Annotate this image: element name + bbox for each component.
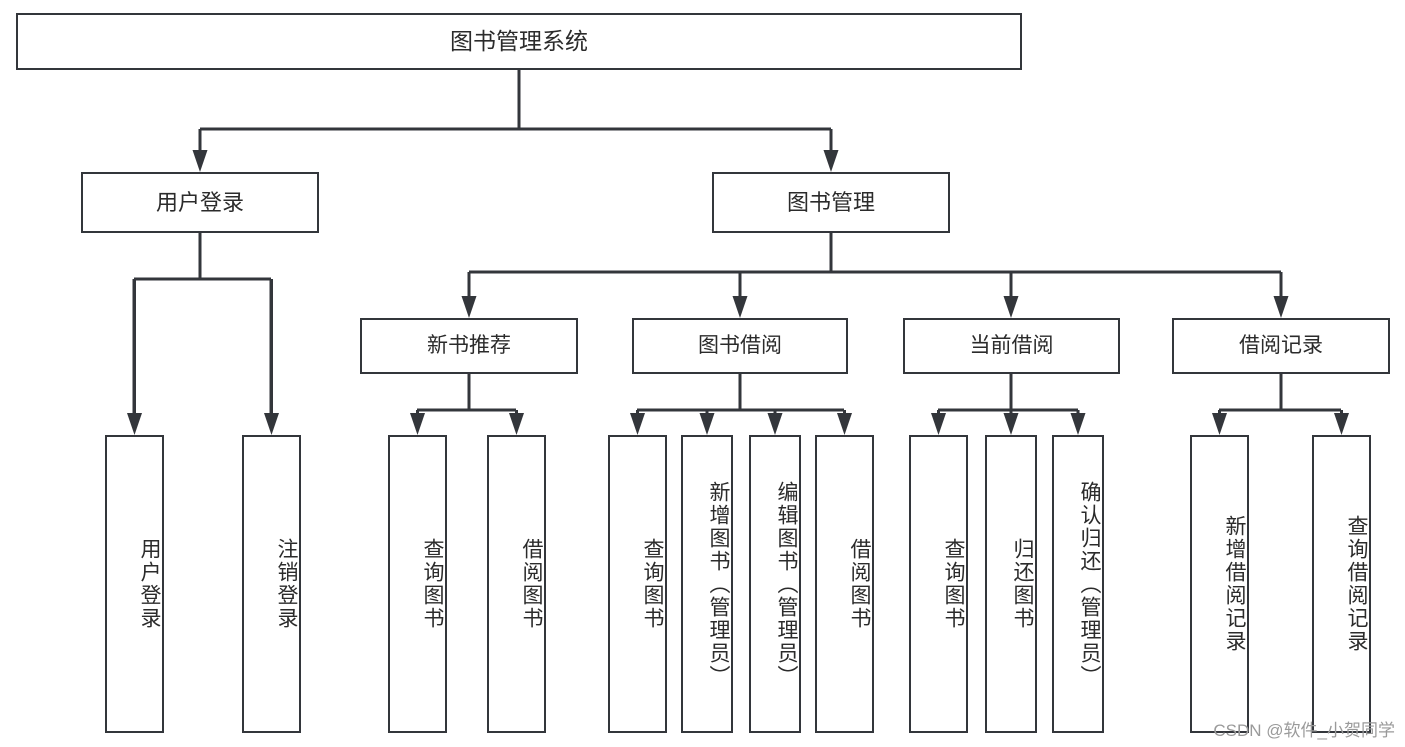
watermark-text: CSDN @软件_小贺同学 <box>1213 721 1395 740</box>
arrow-to-leaf-query-book-1 <box>410 413 425 435</box>
arrow-to-leaf-borrow-book-1 <box>509 413 524 435</box>
arrow-to-book-borrow <box>732 296 748 318</box>
arrow-to-book-manage <box>823 150 839 172</box>
node-leaf-confirm-return[interactable]: 确认归还（管理员） <box>1052 435 1104 733</box>
node-book-borrow[interactable]: 图书借阅 <box>632 318 848 374</box>
arrow-to-leaf-user-login <box>127 413 142 435</box>
node-label: 注销登录 <box>275 538 298 630</box>
node-label: 查询图书 <box>942 538 965 630</box>
node-leaf-borrow-book-2[interactable]: 借阅图书 <box>815 435 874 733</box>
arrow-to-current-borrow <box>1003 296 1019 318</box>
arrow-to-leaf-query-book-2 <box>630 413 645 435</box>
node-root[interactable]: 图书管理系统 <box>16 13 1022 70</box>
arrow-to-leaf-return-book <box>1003 413 1019 435</box>
node-label: 用户登录 <box>155 189 244 215</box>
arrow-to-leaf-edit-book <box>767 413 783 435</box>
arrow-to-leaf-add-book <box>699 413 715 435</box>
arrow-to-leaf-query-book-3 <box>931 413 946 435</box>
node-leaf-query-record[interactable]: 查询借阅记录 <box>1312 435 1371 733</box>
node-book-manage[interactable]: 图书管理 <box>712 172 950 233</box>
node-leaf-query-book-3[interactable]: 查询图书 <box>909 435 968 733</box>
arrow-to-new-book-rec <box>461 296 477 318</box>
node-label: 编辑图书（管理员） <box>775 480 798 688</box>
node-leaf-query-book-1[interactable]: 查询图书 <box>388 435 447 733</box>
node-leaf-user-login[interactable]: 用户登录 <box>105 435 164 733</box>
node-label: 当前借阅 <box>969 333 1054 357</box>
node-leaf-edit-book[interactable]: 编辑图书（管理员） <box>749 435 801 733</box>
node-leaf-add-record[interactable]: 新增借阅记录 <box>1190 435 1249 733</box>
node-label: 图书管理系统 <box>450 28 588 55</box>
arrow-to-leaf-borrow-book-2 <box>837 413 852 435</box>
node-leaf-borrow-book-1[interactable]: 借阅图书 <box>487 435 546 733</box>
node-label: 归还图书 <box>1011 538 1034 630</box>
node-user-login[interactable]: 用户登录 <box>81 172 319 233</box>
node-label: 用户登录 <box>138 538 161 630</box>
node-leaf-query-book-2[interactable]: 查询图书 <box>608 435 667 733</box>
node-label: 查询借阅记录 <box>1345 515 1368 653</box>
node-label: 查询图书 <box>641 538 664 630</box>
node-leaf-add-book[interactable]: 新增图书（管理员） <box>681 435 733 733</box>
node-label: 确认归还（管理员） <box>1078 480 1101 688</box>
node-label: 借阅记录 <box>1239 333 1323 357</box>
arrow-to-borrow-record <box>1273 296 1289 318</box>
node-leaf-user-logout[interactable]: 注销登录 <box>242 435 301 733</box>
arrow-to-leaf-query-record <box>1334 413 1349 435</box>
node-leaf-return-book[interactable]: 归还图书 <box>985 435 1037 733</box>
node-new-book-rec[interactable]: 新书推荐 <box>360 318 578 374</box>
arrow-to-leaf-confirm-return <box>1070 413 1086 435</box>
node-current-borrow[interactable]: 当前借阅 <box>903 318 1120 374</box>
node-label: 新增借阅记录 <box>1223 515 1246 653</box>
node-label: 新书推荐 <box>427 333 511 357</box>
arrow-to-leaf-add-record <box>1212 413 1227 435</box>
node-borrow-record[interactable]: 借阅记录 <box>1172 318 1390 374</box>
node-label: 新增图书（管理员） <box>707 480 730 688</box>
node-label: 图书借阅 <box>698 333 782 357</box>
arrow-to-leaf-user-logout <box>264 413 279 435</box>
arrow-to-user-login <box>192 150 208 172</box>
node-label: 借阅图书 <box>848 538 871 630</box>
node-label: 借阅图书 <box>520 538 543 630</box>
node-label: 查询图书 <box>421 538 444 630</box>
node-label: 图书管理 <box>786 189 875 215</box>
